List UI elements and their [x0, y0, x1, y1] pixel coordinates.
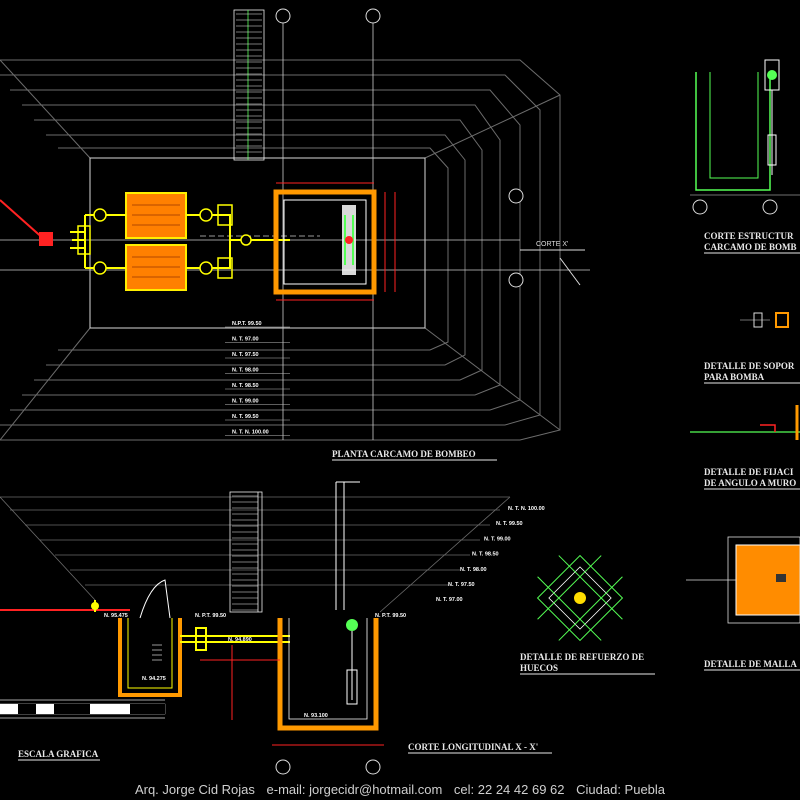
- section-npt: N. P.T. 99.50: [195, 613, 226, 619]
- section-mark-label: CORTE X': [536, 241, 568, 248]
- graphic-scale: [0, 699, 166, 719]
- axis-bubble: [365, 759, 381, 775]
- section-level-label: N. T. 97.50: [448, 582, 475, 588]
- plan-inlet-valve: [0, 199, 53, 246]
- mesh-detail: [686, 536, 800, 624]
- support-title-1: DETALLE DE SOPOR: [704, 361, 795, 371]
- section-level-label: N. T. 99.00: [484, 536, 511, 542]
- plan-level-label: N.P.T. 99.50: [232, 321, 262, 327]
- footer-author: Arq. Jorge Cid Rojas: [134, 782, 255, 797]
- section-stair-rungs: [232, 495, 258, 611]
- support-title-2: PARA BOMBA: [704, 372, 765, 382]
- structural-title-1: CORTE ESTRUCTUR: [704, 231, 794, 241]
- section-inlet-pipe: [0, 600, 130, 612]
- section-level-list: N. T. N. 100.00 N. T. 99.50 N. T. 99.00 N. …: [436, 506, 545, 603]
- section-level-label: N. T. 98.00: [460, 567, 487, 573]
- holes-title-1: DETALLE DE REFUERZO DE: [520, 652, 644, 662]
- plan-slope-contours: [0, 59, 561, 441]
- support-detail: [740, 312, 789, 328]
- section-wet-pit: [277, 481, 379, 731]
- plan-level-label: N. T. 97.50: [232, 352, 259, 358]
- angle-detail: [690, 405, 800, 440]
- section-slope-lines: [0, 496, 511, 613]
- section-tank: [118, 579, 182, 697]
- section-transfer-pipe: [180, 627, 290, 651]
- plan-level-label: N. T. N. 100.00: [232, 430, 269, 436]
- plan-stair-rungs: [236, 13, 262, 159]
- plan-pumps: [125, 192, 187, 291]
- plan-level-label: N. T. 98.50: [232, 383, 259, 389]
- section-dimensions: [200, 645, 384, 746]
- hole-symbol: [574, 592, 586, 604]
- section-pit-bottom: N. 93.100: [304, 713, 328, 719]
- plan-level-label: N. T. 98.00: [232, 368, 259, 374]
- axis-bubbles: [275, 8, 778, 775]
- section-level-label: N. T. 99.50: [496, 521, 523, 527]
- scale-title: ESCALA GRAFICA: [18, 749, 99, 759]
- section-level-label: N. T. 98.50: [472, 552, 499, 558]
- section-npt-right: N. P.T. 99.50: [375, 613, 406, 619]
- plan-wet-pit: [273, 189, 377, 295]
- footer-phone: cel: 22 24 42 69 62: [453, 782, 565, 797]
- axis-lines: [0, 22, 590, 440]
- section-title: CORTE LONGITUDINAL X - X': [408, 742, 538, 752]
- plan-title: PLANTA CARCAMO DE BOMBEO: [332, 449, 476, 459]
- axis-bubble: [365, 8, 381, 24]
- section-tank-bottom: N. 94.275: [142, 676, 166, 682]
- section-pipe-level: N. 94.890: [228, 637, 252, 643]
- section-mark: [520, 249, 585, 286]
- angle-title-1: DETALLE DE FIJACI: [704, 467, 794, 477]
- footer-credits: Arq. Jorge Cid Rojas e-mail: jorgecidr@h…: [0, 782, 800, 797]
- section-left-level: N. 95.475: [104, 613, 128, 619]
- structural-title-2: CARCAMO DE BOMB: [704, 242, 797, 252]
- plan-level-list: N.P.T. 99.50 N. T. 97.00 N. T. 97.50 N. T. …: [225, 321, 290, 436]
- plan-level-label: N. T. 97.00: [232, 337, 259, 343]
- axis-bubble: [692, 199, 708, 215]
- plan-level-label: N. T. 99.00: [232, 399, 259, 405]
- axis-bubble: [275, 8, 291, 24]
- axis-bubble: [275, 759, 291, 775]
- angle-title-2: DE ANGULO A MURO: [704, 478, 796, 488]
- plan-dimensions: [276, 182, 396, 301]
- axis-bubble: [508, 188, 524, 204]
- structural-section-detail: [690, 59, 800, 196]
- hole-reinforcement-detail: [536, 554, 624, 642]
- axis-bubble: [508, 272, 524, 288]
- holes-title-2: HUECOS: [520, 663, 558, 673]
- section-level-label: N. T. N. 100.00: [508, 506, 545, 512]
- footer-city: Ciudad: Puebla: [576, 782, 666, 797]
- plan-valves: [77, 204, 252, 279]
- axis-bubble: [762, 199, 778, 215]
- plan-level-label: N. T. 99.50: [232, 414, 259, 420]
- mesh-title: DETALLE DE MALLA: [704, 659, 797, 669]
- section-level-label: N. T. 97.00: [436, 597, 463, 603]
- footer-email: e-mail: jorgecidr@hotmail.com: [266, 782, 443, 797]
- plan-stair: [233, 9, 265, 161]
